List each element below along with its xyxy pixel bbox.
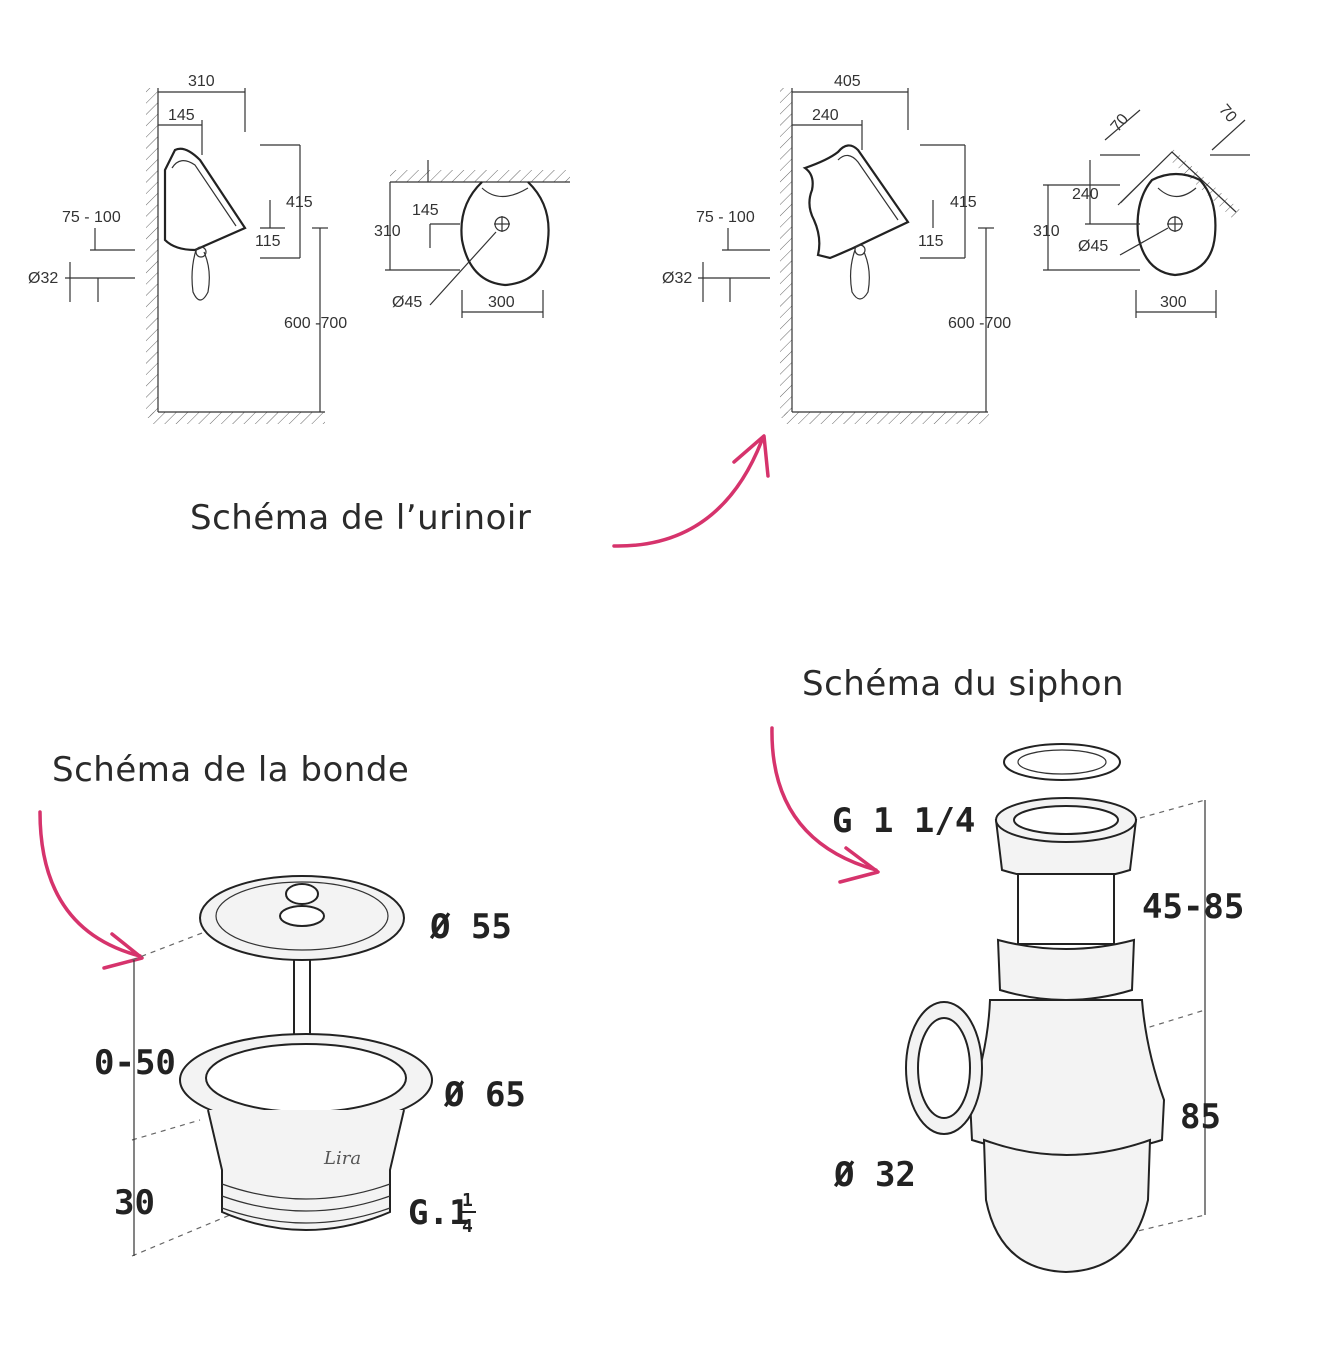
urinal-trap — [849, 249, 870, 300]
drain-body — [207, 1109, 405, 1231]
siphon-cup — [982, 1138, 1152, 1274]
drain-flange-diameter-label: Ø 65 — [443, 1075, 526, 1115]
dim-label-height-total: 415 — [950, 194, 977, 211]
dim-label-width-total: 405 — [834, 73, 861, 90]
drain-flange-inner — [205, 1043, 407, 1113]
urinal-bowl-top — [460, 181, 550, 287]
drain-drawing: Lira Ø 55 Ø 65 0-50 30 G.1 1 4 — [94, 875, 526, 1257]
siphon-caption-arrow — [770, 726, 880, 884]
dim-label-width: 300 — [488, 294, 515, 311]
dim-label-inlet-offset: 75 - 100 — [696, 209, 755, 226]
arrow-curve — [612, 438, 764, 548]
dim-label-offset: 240 — [1072, 186, 1099, 203]
siphon-outlet-hole — [917, 1017, 971, 1119]
urinal-body — [163, 147, 247, 252]
arrow-head — [732, 434, 770, 478]
dim-label-floor-height: 600 -700 — [948, 315, 1011, 332]
leader-45 — [1119, 227, 1169, 256]
drain-body-height-label: 30 — [114, 1183, 155, 1223]
drain-thread — [221, 1183, 391, 1224]
dim-dash — [1099, 1214, 1206, 1241]
urinal-caption: Schéma de l’urinoir — [190, 498, 532, 538]
siphon-thread-label: G 1 1/4 — [832, 801, 975, 841]
dim-label-corner-b: 70 — [1215, 101, 1240, 126]
urinal-left-side-view: 310 145 415 115 75 - 100 Ø32 600 -700 — [28, 73, 347, 424]
dim-label-offset: 145 — [412, 202, 439, 219]
siphon-adjust-range-label: 45-85 — [1142, 887, 1244, 927]
siphon-height-label: 85 — [1180, 1097, 1221, 1137]
dim-label-floor-height: 600 -700 — [284, 315, 347, 332]
urinal-rim-top — [481, 187, 529, 198]
urinal-body — [802, 144, 910, 260]
dim-dash — [131, 1119, 201, 1141]
wall-hatch — [390, 170, 570, 182]
floor-hatch — [150, 412, 325, 424]
leader-45 — [429, 231, 497, 306]
siphon-top-nut-hole — [1013, 805, 1119, 835]
drain-brand-mark: Lira — [323, 1148, 361, 1169]
drain-adjust-range-label: 0-50 — [94, 1043, 176, 1083]
dim-label-inlet-diameter: Ø32 — [662, 270, 692, 287]
drain-grid-hub — [279, 905, 325, 927]
siphon-outlet-diameter-label: Ø 32 — [833, 1155, 916, 1195]
dim-label-height-total: 415 — [286, 194, 313, 211]
drain-thread-fraction-num: 1 — [462, 1190, 473, 1211]
floor-hatch — [784, 412, 989, 424]
drain-grid-diameter-label: Ø 55 — [429, 907, 512, 947]
dim-label-outlet-height: 115 — [255, 233, 281, 250]
dim-label-width: 300 — [1160, 294, 1187, 311]
urinal-right-top-view: 70 70 240 310 Ø45 300 — [1033, 101, 1250, 318]
dim-line-70a — [1104, 109, 1141, 141]
drain-thread-fraction-den: 4 — [462, 1216, 473, 1237]
outlet-circle — [854, 244, 866, 256]
drain-caption: Schéma de la bonde — [52, 750, 410, 790]
arrow-head — [102, 932, 144, 970]
corner-wall-line — [1117, 151, 1237, 213]
dim-label-outlet-diameter: Ø45 — [1078, 238, 1108, 255]
dim-label-inlet-diameter: Ø32 — [28, 270, 58, 287]
drain-knob — [285, 883, 319, 905]
dim-label-corner-a: 70 — [1108, 111, 1133, 136]
dim-label-depth: 310 — [1033, 223, 1060, 240]
urinal-bowl-top — [1136, 172, 1217, 277]
drain-caption-arrow — [38, 810, 144, 970]
dim-label-inlet-offset: 75 - 100 — [62, 209, 121, 226]
dim-dash — [131, 1214, 231, 1257]
urinal-caption-arrow — [612, 434, 770, 548]
drain-grid-inner — [215, 881, 389, 951]
wall-hatch — [146, 88, 158, 418]
dim-label-width-total: 310 — [188, 73, 215, 90]
arrow-curve — [38, 810, 142, 958]
siphon-bottle — [968, 999, 1166, 1156]
outlet-circle — [195, 246, 207, 258]
arrow-curve — [770, 726, 878, 872]
siphon-drawing: G 1 1/4 45-85 85 Ø 32 — [832, 743, 1244, 1274]
dim-label-width-inner: 145 — [168, 107, 195, 124]
dim-label-depth: 310 — [374, 223, 401, 240]
dim-label-outlet-diameter: Ø45 — [392, 294, 422, 311]
siphon-caption: Schéma du siphon — [802, 664, 1125, 704]
urinal-left-top-view: 310 145 Ø45 300 — [374, 160, 570, 318]
siphon-middle-nut — [996, 938, 1136, 1001]
siphon-tube — [1017, 873, 1115, 945]
urinal-rim — [171, 160, 237, 227]
urinal-right-side-view: 405 240 415 115 75 - 100 Ø32 600 -700 — [662, 73, 1011, 424]
dim-dash — [1139, 1009, 1206, 1031]
dim-label-outlet-height: 115 — [918, 233, 944, 250]
urinal-trap — [191, 249, 210, 301]
wall-hatch — [780, 88, 792, 418]
urinal-rim — [837, 154, 899, 221]
dim-label-width-inner: 240 — [812, 107, 839, 124]
urinal-rim-top — [1157, 187, 1197, 198]
corner-wall-hatch — [1118, 148, 1240, 218]
siphon-gasket-inner — [1017, 749, 1107, 775]
dim-dash — [1139, 799, 1206, 819]
dim-line-70b — [1211, 119, 1246, 151]
arrow-head — [838, 846, 880, 884]
dim-dash — [131, 929, 211, 961]
